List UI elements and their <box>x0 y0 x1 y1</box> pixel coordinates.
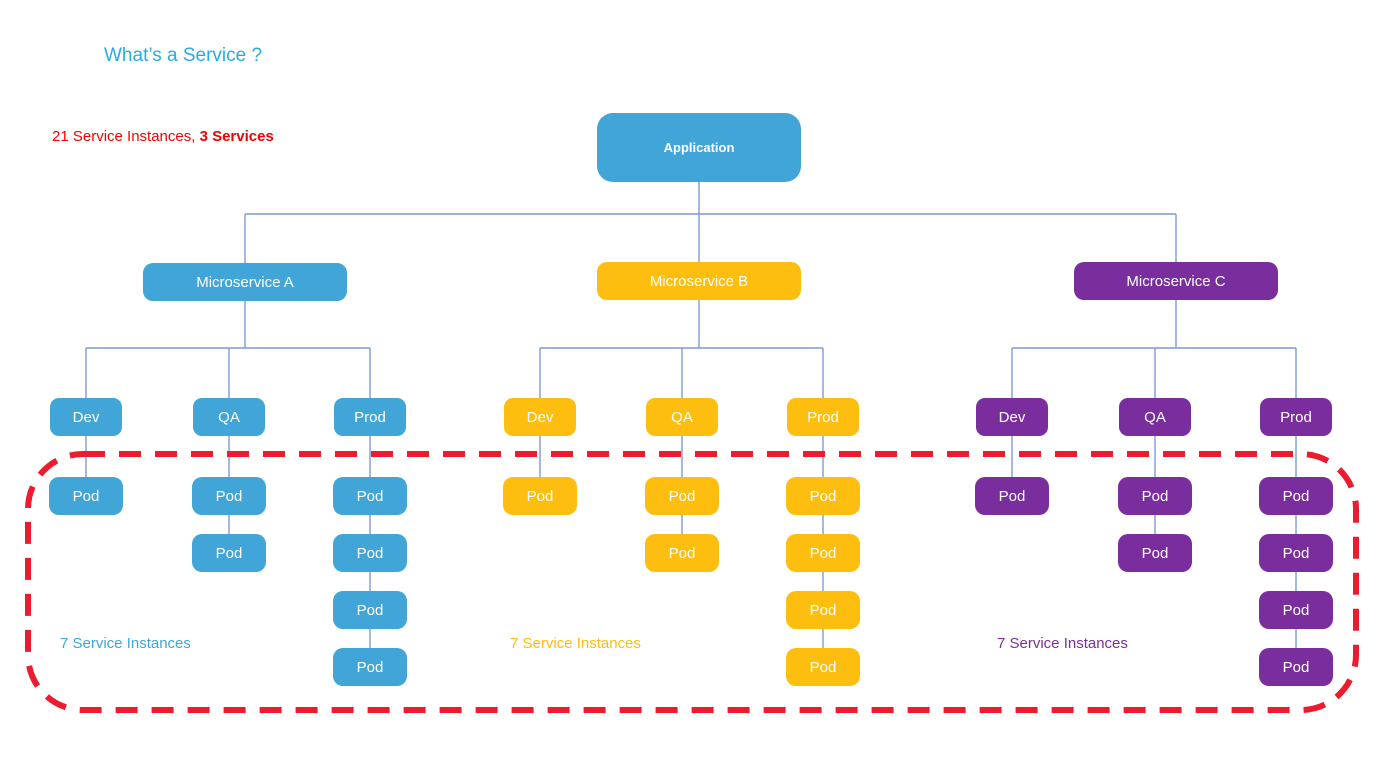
pod-node-label: Pod <box>809 601 837 619</box>
pod-node-label: Pod <box>809 487 837 505</box>
env-dev-a-node: Dev <box>50 398 122 436</box>
microservice-a-node: Microservice A <box>143 263 347 301</box>
pod-node: Pod <box>333 648 407 686</box>
pod-node-label: Pod <box>356 658 384 676</box>
env-dev-a-node-label: Dev <box>72 408 100 426</box>
pod-node-label: Pod <box>809 544 837 562</box>
pod-node-label: Pod <box>1282 544 1310 562</box>
pod-node: Pod <box>333 534 407 572</box>
env-prod-b-node-label: Prod <box>807 408 839 426</box>
summary-text: 21 Service Instances, 3 Services <box>52 128 274 145</box>
pod-node: Pod <box>786 534 860 572</box>
pod-node-label: Pod <box>809 658 837 676</box>
pod-node: Pod <box>49 477 123 515</box>
env-dev-c-node: Dev <box>976 398 1048 436</box>
pod-node-label: Pod <box>356 544 384 562</box>
microservice-b-node: Microservice B <box>597 262 801 300</box>
pod-node: Pod <box>192 477 266 515</box>
pod-node: Pod <box>1118 534 1192 572</box>
summary-normal-text: 21 Service Instances, <box>52 128 200 145</box>
env-dev-b-node: Dev <box>504 398 576 436</box>
pod-node-label: Pod <box>1282 601 1310 619</box>
microservice-a-node-label: Microservice A <box>196 273 294 291</box>
env-prod-a-node-label: Prod <box>354 408 386 426</box>
pod-node-label: Pod <box>72 487 100 505</box>
service-instances-label-b: 7 Service Instances <box>510 635 641 652</box>
microservice-b-node-label: Microservice B <box>649 272 749 290</box>
env-prod-c-node-label: Prod <box>1280 408 1312 426</box>
pod-node-label: Pod <box>356 487 384 505</box>
pod-node: Pod <box>1259 477 1333 515</box>
env-qa-c-node: QA <box>1119 398 1191 436</box>
pod-node-label: Pod <box>668 544 696 562</box>
pod-node: Pod <box>1118 477 1192 515</box>
pod-node-label: Pod <box>998 487 1026 505</box>
pod-node-label: Pod <box>1141 544 1169 562</box>
summary-bold-text: 3 Services <box>199 128 274 145</box>
pod-node: Pod <box>503 477 577 515</box>
highlight-region <box>25 451 1359 713</box>
env-dev-b-node-label: Dev <box>526 408 554 426</box>
pod-node: Pod <box>975 477 1049 515</box>
pod-node: Pod <box>786 648 860 686</box>
pod-node-label: Pod <box>1141 487 1169 505</box>
env-qa-a-node-label: QA <box>218 408 240 426</box>
env-dev-c-node-label: Dev <box>998 408 1026 426</box>
service-instances-label-c: 7 Service Instances <box>997 635 1128 652</box>
pod-node: Pod <box>1259 648 1333 686</box>
pod-node-label: Pod <box>1282 487 1310 505</box>
pod-node: Pod <box>786 591 860 629</box>
microservice-c-node: Microservice C <box>1074 262 1278 300</box>
pod-node: Pod <box>1259 591 1333 629</box>
pod-node: Pod <box>192 534 266 572</box>
pod-node: Pod <box>645 477 719 515</box>
pod-node: Pod <box>786 477 860 515</box>
env-qa-a-node: QA <box>193 398 265 436</box>
env-qa-b-node-label: QA <box>671 408 693 426</box>
env-qa-b-node: QA <box>646 398 718 436</box>
env-qa-c-node-label: QA <box>1144 408 1166 426</box>
pod-node-label: Pod <box>356 601 384 619</box>
pod-node: Pod <box>333 591 407 629</box>
service-instances-label-a: 7 Service Instances <box>60 635 191 652</box>
microservice-c-node-label: Microservice C <box>1126 272 1226 290</box>
pod-node-label: Pod <box>668 487 696 505</box>
pod-node-label: Pod <box>526 487 554 505</box>
env-prod-c-node: Prod <box>1260 398 1332 436</box>
pod-node: Pod <box>645 534 719 572</box>
pod-node: Pod <box>1259 534 1333 572</box>
page-title: What’s a Service ? <box>104 45 263 66</box>
application-node-label: Application <box>663 140 735 155</box>
pod-node-label: Pod <box>215 487 243 505</box>
env-prod-a-node: Prod <box>334 398 406 436</box>
pod-node-label: Pod <box>1282 658 1310 676</box>
pod-node: Pod <box>333 477 407 515</box>
application-node: Application <box>597 113 801 182</box>
env-prod-b-node: Prod <box>787 398 859 436</box>
pod-node-label: Pod <box>215 544 243 562</box>
